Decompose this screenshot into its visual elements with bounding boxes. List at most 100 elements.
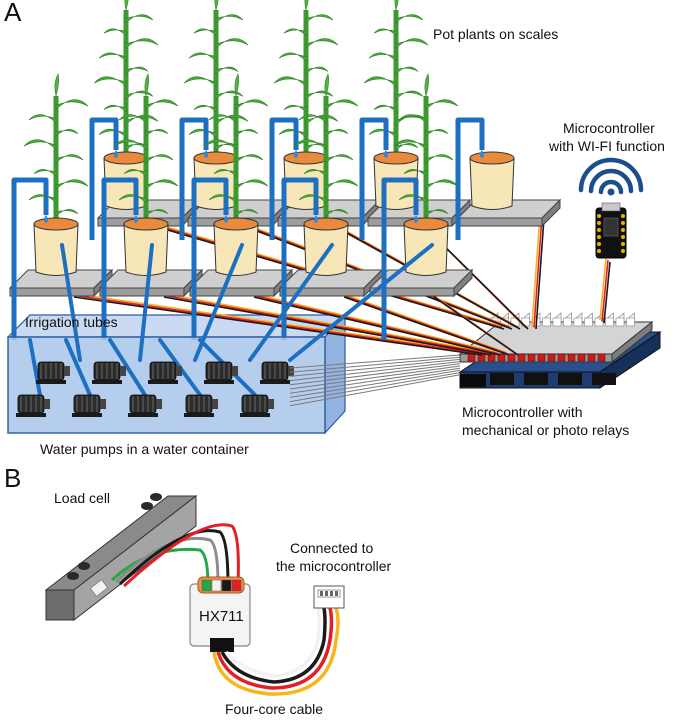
strain-gauge: [89, 579, 109, 597]
pump-wire: [289, 358, 461, 377]
plant-leaf: [215, 90, 244, 100]
water-pump: [36, 361, 70, 384]
plant-tip: [214, 0, 219, 12]
water-pump: [92, 361, 126, 384]
plant-leaf: [305, 90, 334, 100]
plant-leaf: [203, 139, 237, 151]
pump-head: [176, 366, 182, 376]
plant-leaf: [425, 129, 449, 137]
plant-leaf: [298, 114, 327, 124]
usb-port: [460, 374, 486, 387]
scale-wire: [531, 213, 541, 327]
pump-head: [100, 399, 106, 409]
panel-a-letter: A: [4, 0, 22, 27]
load-cell-end: [45, 589, 75, 621]
load-cell-wire: [110, 547, 210, 586]
cable-core: [212, 607, 340, 696]
connected-label-2: the microcontroller: [276, 558, 392, 574]
plant-leaf: [425, 99, 459, 111]
mcu-pin: [597, 214, 601, 218]
pump-base: [260, 380, 290, 384]
mcu-usb: [601, 202, 621, 212]
scale-wire: [535, 217, 545, 330]
water-drop: [384, 150, 388, 158]
water-pumps-label: Water pumps in a water container: [40, 441, 249, 457]
irrigation-tube: [138, 243, 154, 362]
pump-base: [128, 413, 158, 417]
plant-leaf: [215, 66, 239, 75]
plant-leaf: [55, 209, 79, 217]
pot-front: [213, 217, 259, 276]
mcu-pin: [597, 249, 601, 253]
plant-leaf: [208, 194, 237, 204]
tubes-into-container: [28, 243, 434, 397]
pot-soil: [469, 151, 515, 165]
plant-leaf: [235, 209, 259, 217]
pump-base: [184, 413, 214, 417]
water-pump: [148, 361, 182, 384]
relay-module: [563, 317, 572, 327]
mcu-pin: [597, 228, 601, 232]
mcu-pin: [621, 221, 625, 225]
irrigation-tube: [191, 177, 229, 340]
pump-wire: [289, 361, 461, 382]
load-cell-hole: [141, 502, 153, 510]
plant-leaf: [235, 154, 264, 164]
plant-leaf: [23, 139, 57, 151]
plant-leaf: [325, 154, 354, 164]
plant-leaf: [235, 99, 269, 111]
pump-wire: [289, 363, 461, 386]
scale-back-front: [457, 217, 543, 227]
plant-leaf: [193, 28, 217, 37]
scale-front-front: [189, 287, 275, 297]
plant-leaf: [55, 154, 84, 164]
load-cell: [44, 493, 198, 622]
plant-back: [363, 0, 429, 160]
plant-tip: [234, 73, 239, 98]
relay-module: [552, 317, 562, 327]
pump-head: [44, 399, 50, 409]
plant-leaf: [425, 179, 459, 191]
plant-leaf: [188, 52, 217, 62]
water-drop: [204, 150, 208, 158]
pot-body: [373, 157, 419, 210]
pump-head: [268, 399, 274, 409]
relay-terminal: [517, 353, 526, 362]
pump-base: [92, 380, 122, 384]
plant-leaf: [188, 128, 217, 138]
load-cell-wire: [118, 529, 230, 586]
plant-leaf: [298, 194, 327, 204]
relay-terminal: [497, 353, 506, 362]
scale-front-front: [99, 287, 185, 297]
pump-base: [240, 413, 270, 417]
four-core-cable-label: Four-core cable: [225, 701, 324, 717]
water-drop: [114, 150, 118, 158]
wifi-arc: [598, 179, 624, 195]
load-cell-hole: [150, 493, 162, 501]
pump-head: [212, 399, 218, 409]
pot-body: [469, 157, 515, 210]
pump-base: [16, 413, 46, 417]
irrigation-tube: [89, 117, 119, 240]
scale-wire: [253, 296, 501, 356]
cable-core: [216, 607, 334, 690]
wifi-arc: [578, 157, 644, 193]
pump-wire: [289, 369, 461, 398]
plant-leaf: [235, 129, 259, 137]
water-drop: [44, 215, 48, 223]
plant-leaf: [395, 143, 419, 151]
plant-leaf: [325, 99, 359, 111]
mcu-pin: [621, 228, 625, 232]
relay-module: [594, 317, 604, 327]
plant-leaf: [103, 28, 127, 37]
pot-body: [283, 157, 329, 210]
plant-leaf: [28, 114, 57, 124]
plant-leaf: [325, 179, 359, 191]
relay-module: [626, 317, 635, 327]
pot-back: [469, 151, 515, 210]
plant-tip: [304, 0, 309, 12]
plant-tip: [124, 0, 129, 12]
water-drop: [480, 150, 484, 158]
water-drop: [134, 215, 138, 223]
